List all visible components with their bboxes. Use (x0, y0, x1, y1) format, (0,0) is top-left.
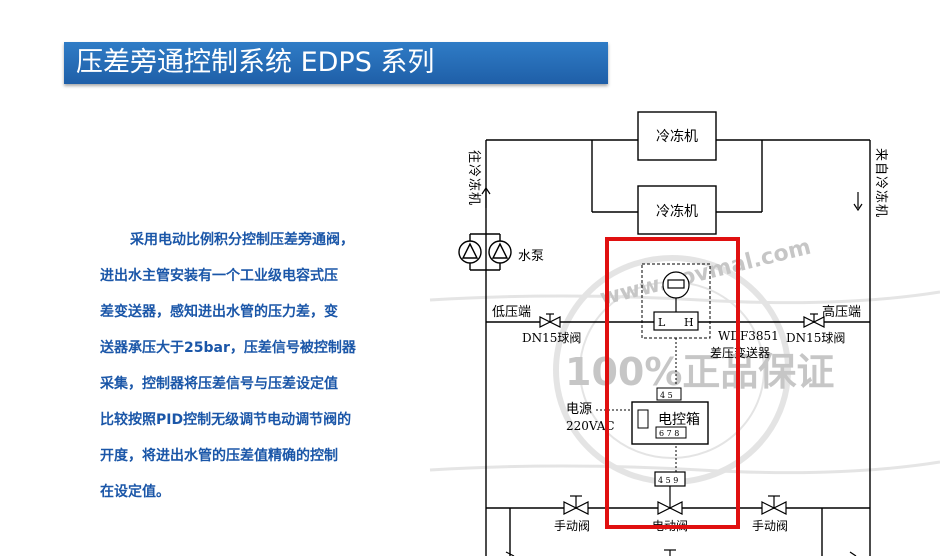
page-title: 压差旁通控制系统 EDPS 系列 (76, 47, 435, 78)
manual-valve-left-label: 手动阀 (554, 519, 590, 533)
chiller-box-2 (637, 185, 717, 235)
electric-valve-icon (657, 501, 683, 515)
highlight-frame (605, 237, 740, 529)
pressure-gauge-icon (662, 271, 690, 312)
transmitter-body (653, 311, 699, 331)
transmitter-h: H (684, 316, 694, 329)
description-line: 采用电动比例积分控制压差旁通阀， (130, 232, 354, 248)
terminal-mid-label: 6 7 8 (659, 429, 679, 438)
control-box-label: 电控箱 (658, 412, 700, 428)
description-line: 比较按照PID控制无级调节电动调节阀的 (100, 412, 352, 428)
power-voltage: 220VAC (566, 419, 615, 433)
power-label: 电源 (566, 402, 592, 417)
ball-valve-right-icon (803, 313, 825, 328)
power-terminal-icon (637, 409, 649, 429)
title-banner: 压差旁通控制系统 EDPS 系列 (64, 42, 608, 84)
terminal-bottom-label: 4 5 9 (658, 476, 678, 485)
chiller-box-1 (637, 111, 717, 161)
from-chiller-label: 来自冷冻机 (873, 148, 889, 218)
description-text: 采用电动比例积分控制压差旁通阀， 进出水主管安装有一个工业级电容式压 差变送器，… (100, 222, 400, 510)
terminal-top-label: 4 5 (660, 391, 673, 400)
high-pressure-label: 高压端 (822, 304, 861, 320)
transmitter-l: L (658, 316, 666, 329)
description-line: 差变送器，感知进出水管的压力差，变 (100, 304, 338, 320)
low-pressure-label: 低压端 (492, 305, 531, 320)
ball-valve-right-label: DN15球阀 (786, 331, 845, 345)
terminal-block-mid (655, 426, 687, 439)
manual-valve-left-icon (563, 495, 589, 515)
manual-valve-right-icon (761, 495, 787, 515)
water-pump-label: 水泵 (518, 249, 544, 264)
pump-icon (458, 240, 512, 264)
to-chiller-label: 往冷冻机 (466, 150, 482, 206)
chiller-label-1: 冷冻机 (656, 128, 698, 145)
description-line: 送器承压大于25bar，压差信号被控制器 (100, 340, 356, 356)
watermark-text: 100%正品保证 (565, 350, 834, 394)
watermark: www.vovmal.com 100%正品保证 2013 (429, 235, 940, 485)
description-line: 开度，将进出水管的压差值精确的控制 (100, 448, 338, 464)
description-line: 在设定值。 (100, 484, 170, 500)
flow-down-arrow (853, 192, 863, 212)
flow-up-arrow (481, 186, 491, 208)
transmitter-model: WDF3851 (718, 329, 779, 343)
description-line: 进出水主管安装有一个工业级电容式压 (100, 268, 338, 284)
ball-valve-left-icon (539, 313, 561, 328)
terminal-block-top (656, 387, 682, 401)
ball-valve-left-label: DN15球阀 (522, 331, 581, 345)
description-line: 采集，控制器将压差信号与压差设定值 (100, 376, 338, 392)
chiller-label-2: 冷冻机 (656, 203, 698, 220)
manual-valve-right-label: 手动阀 (752, 519, 788, 533)
transmitter-name: 差压变送器 (710, 345, 770, 360)
